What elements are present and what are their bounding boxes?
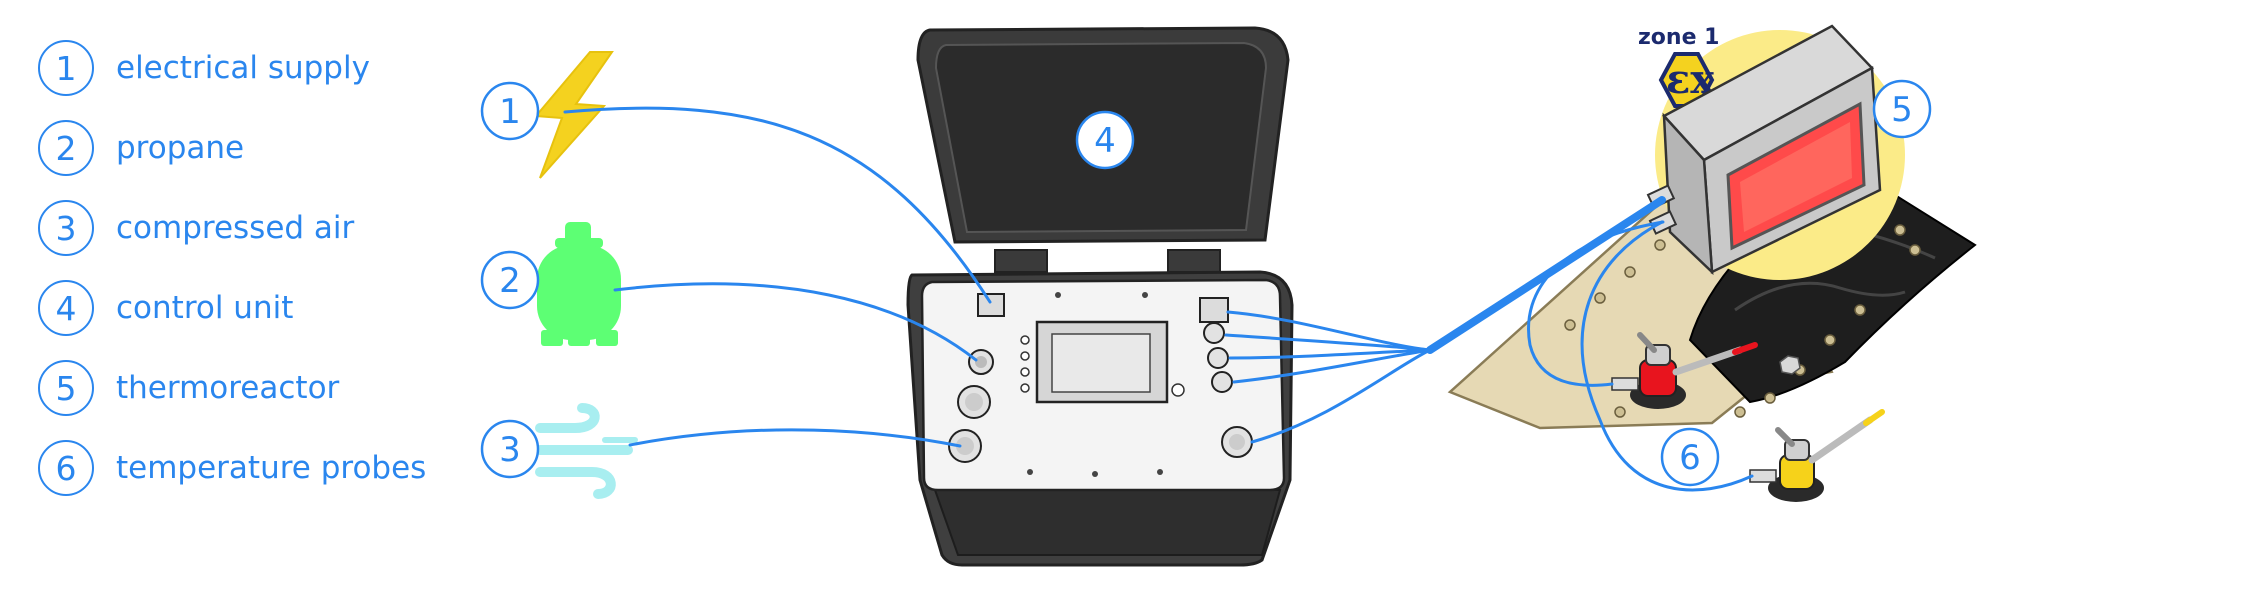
control-unit — [906, 26, 1294, 567]
legend-label: thermoreactor — [116, 370, 340, 406]
legend-label: compressed air — [116, 210, 355, 246]
zone-label: zone 1 — [1638, 25, 1719, 50]
callout-2: 2 — [480, 250, 540, 310]
cable-electrical — [563, 106, 992, 304]
legend-label: control unit — [116, 290, 294, 326]
legend-label: propane — [116, 130, 245, 166]
svg-text:3: 3 — [499, 430, 521, 470]
legend-item-thermoreactor: 5 thermoreactor — [38, 348, 426, 428]
svg-text:4: 4 — [1094, 121, 1116, 161]
compressed-air-icon — [535, 403, 638, 499]
legend-number: 1 — [38, 40, 94, 96]
svg-text:6: 6 — [1679, 438, 1701, 478]
callout-5: 5 — [1872, 79, 1932, 139]
legend-label: electrical supply — [116, 50, 370, 86]
cable-propane — [613, 282, 978, 362]
svg-text:1: 1 — [499, 92, 521, 132]
legend-label: temperature probes — [116, 450, 427, 486]
callout-3: 3 — [480, 419, 540, 479]
legend-item-propane: 2 propane — [38, 108, 426, 188]
cable-air — [628, 428, 962, 448]
legend-number: 5 — [38, 360, 94, 416]
legend-item-temperature-probes: 6 temperature probes — [38, 428, 426, 508]
propane-cylinder-icon — [537, 222, 621, 346]
svg-text:5: 5 — [1891, 90, 1913, 130]
legend: 1 electrical supply 2 propane 3 compress… — [38, 28, 426, 508]
legend-number: 3 — [38, 200, 94, 256]
callout-6: 6 — [1660, 427, 1720, 487]
callout-4: 4 — [1075, 110, 1135, 170]
legend-number: 6 — [38, 440, 94, 496]
legend-number: 2 — [38, 120, 94, 176]
thermoreactor — [1646, 24, 1882, 276]
cables — [563, 106, 1754, 492]
lightning-icon — [533, 51, 614, 179]
temperature-probe-yellow — [1749, 409, 1885, 502]
legend-number: 4 — [38, 280, 94, 336]
legend-item-compressed-air: 3 compressed air — [38, 188, 426, 268]
svg-text:2: 2 — [499, 261, 521, 301]
legend-item-control-unit: 4 control unit — [38, 268, 426, 348]
legend-item-electrical-supply: 1 electrical supply — [38, 28, 426, 108]
temperature-probe-red — [1611, 332, 1758, 409]
callout-1: 1 — [480, 81, 540, 141]
